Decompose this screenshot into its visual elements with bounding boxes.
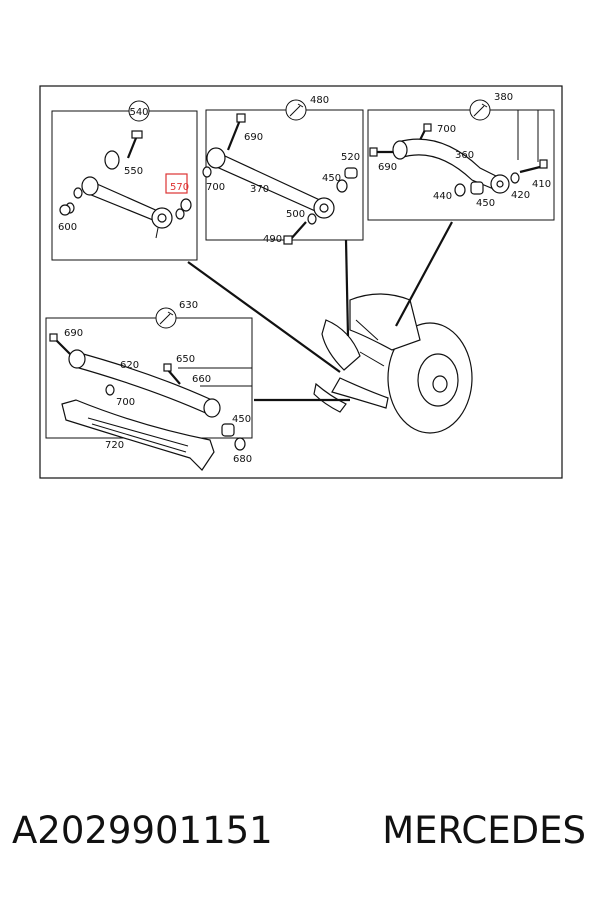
bolt: [226, 119, 242, 151]
nut: [59, 204, 71, 216]
label-440: 440: [433, 191, 452, 202]
bolt: [167, 369, 181, 385]
parts-diagram: 540 550 600 570: [39, 85, 563, 479]
bolt: [289, 221, 307, 241]
label-420: 420: [511, 190, 530, 201]
washer: [73, 187, 83, 199]
upper-arm: [392, 138, 510, 194]
bushing: [344, 167, 358, 179]
label-500: 500: [286, 209, 305, 220]
label-700: 700: [437, 124, 456, 135]
label-650: 650: [176, 354, 195, 365]
label-620: 620: [120, 360, 139, 371]
product-caption: A2029901151 MERCEDES: [0, 800, 600, 860]
washer: [307, 213, 317, 225]
diagram-frame: [39, 85, 563, 479]
part-number: A2029901151: [12, 808, 273, 852]
group-540: 540 550 600 570: [51, 100, 198, 261]
nut: [454, 183, 466, 197]
label-360: 360: [455, 150, 474, 161]
bushing: [221, 423, 235, 437]
nut: [234, 437, 246, 451]
label-680: 680: [233, 454, 252, 465]
label-410: 410: [532, 179, 551, 190]
link-arm: [81, 176, 173, 239]
group-630-id: 630: [179, 300, 198, 311]
group-540-badge: [128, 100, 150, 122]
label-660: 660: [192, 374, 211, 385]
label-690: 690: [64, 328, 83, 339]
label-700: 700: [206, 182, 225, 193]
group-630: 630 690 620 650 660 700 450 680 720: [45, 300, 253, 471]
label-520: 520: [341, 152, 360, 163]
label-570-highlighted: 570: [170, 182, 189, 193]
label-450: 450: [322, 173, 341, 184]
nut: [180, 198, 192, 212]
washer: [510, 172, 520, 184]
label-490: 490: [263, 234, 282, 245]
bolt: [126, 130, 143, 159]
group-540-box: [51, 110, 198, 261]
group-540-id: 540: [129, 107, 148, 118]
bushing: [104, 150, 120, 170]
lower-arm: [68, 349, 221, 418]
stabilizer-plate: [61, 399, 215, 471]
highlight-box: [165, 173, 188, 194]
label-690: 690: [378, 162, 397, 173]
bushing: [470, 181, 484, 195]
washer: [105, 384, 115, 396]
brand-name: MERCEDES: [382, 808, 586, 852]
label-600: 600: [58, 222, 77, 233]
wheel-hub-assembly: [313, 293, 473, 434]
nut: [336, 179, 348, 193]
group-480-id: 480: [310, 95, 329, 106]
label-690: 690: [244, 132, 263, 143]
label-370: 370: [250, 184, 269, 195]
washer: [202, 166, 212, 178]
label-720: 720: [105, 440, 124, 451]
control-arm: [206, 147, 335, 219]
group-380-box: [367, 109, 555, 221]
label-450: 450: [476, 198, 495, 209]
washer: [175, 208, 185, 220]
label-450: 450: [232, 414, 251, 425]
group-380: 380 700 690 360 410 440 450 420: [367, 92, 555, 221]
label-700: 700: [116, 397, 135, 408]
group-380-id: 380: [494, 92, 513, 103]
label-550: 550: [124, 166, 143, 177]
group-480: 480 690 700 370 520 450 500 490: [202, 95, 364, 245]
leader-lines: [187, 221, 453, 402]
